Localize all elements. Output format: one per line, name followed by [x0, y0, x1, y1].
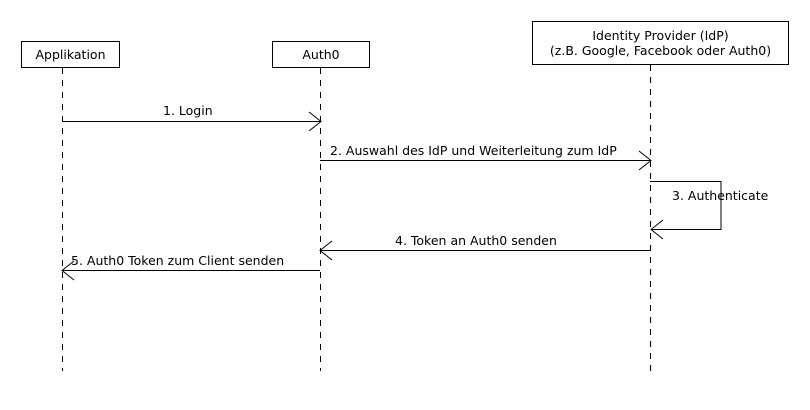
message-self-loop-3 — [650, 181, 722, 240]
participant-box-auth0[interactable]: Auth0 — [272, 41, 370, 68]
message-arrow-5 — [61, 260, 320, 281]
participant-box-idp[interactable]: Identity Provider (IdP) (z.B. Google, Fa… — [532, 21, 789, 65]
message-arrow-4 — [319, 240, 650, 261]
participant-label-idp-line2: (z.B. Google, Facebook oder Auth0) — [549, 43, 772, 58]
message-label-4: 4. Token an Auth0 senden — [395, 233, 557, 248]
participant-label-idp-line1: Identity Provider (IdP) — [592, 28, 729, 43]
message-label-1: 1. Login — [163, 103, 213, 118]
message-label-2: 2. Auswahl des IdP und Weiterleitung zum… — [330, 143, 617, 158]
message-arrow-2 — [320, 150, 652, 171]
lifelines-group — [62, 65, 651, 371]
participant-box-applikation[interactable]: Applikation — [21, 41, 120, 68]
participant-label-applikation: Applikation — [35, 47, 106, 62]
message-label-5: 5. Auth0 Token zum Client senden — [71, 253, 285, 268]
message-label-3: 3. Authenticate — [672, 188, 769, 203]
message-arrow-1 — [62, 111, 322, 132]
participant-label-auth0: Auth0 — [302, 47, 340, 62]
